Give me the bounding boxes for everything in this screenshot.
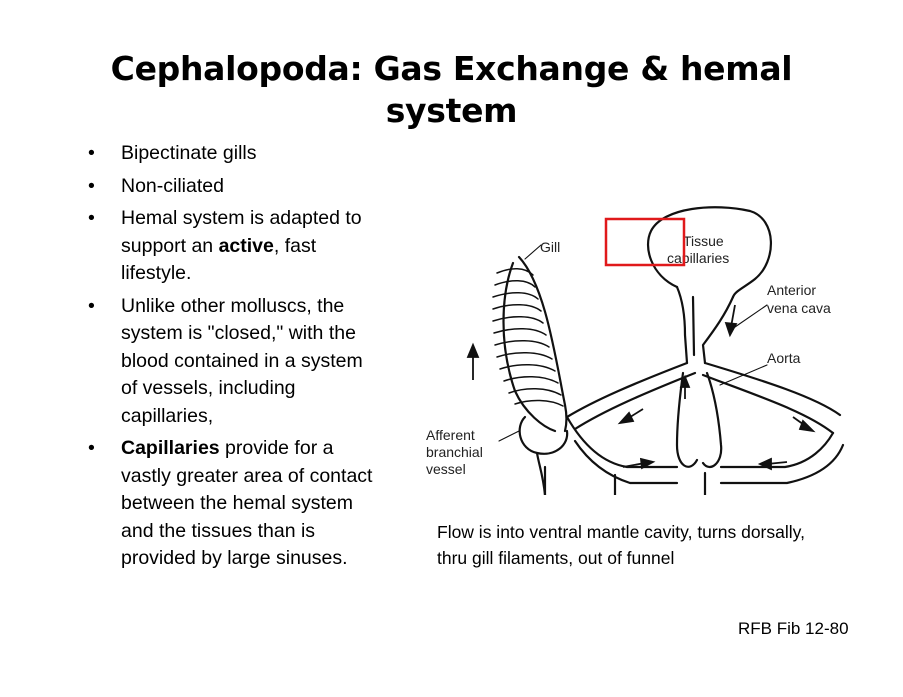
hemal-system-diagram: Gill Tissue capillaries Anterior vena ca… (426, 206, 845, 495)
gill-filament (492, 304, 542, 312)
label-anterior: Anterior (767, 282, 816, 298)
label-vessel: vessel (426, 461, 466, 477)
label-leader (498, 430, 520, 442)
bullet-item: • Unlike other molluscs, the system is "c… (88, 293, 378, 431)
bullet-item: • Non-ciliated (88, 173, 378, 201)
figure-caption: Flow is into ventral mantle cavity, turn… (437, 522, 805, 568)
gill-filament (493, 328, 547, 336)
flow-arrow-icon (679, 374, 691, 388)
aorta-vessel (675, 371, 699, 468)
bullet-emphasis: Capillaries (121, 437, 220, 459)
gill-filament (494, 280, 536, 288)
gill-outline (502, 261, 557, 433)
gill-filament (503, 376, 559, 384)
label-vena-cava: vena cava (767, 300, 831, 316)
bullet-text: Unlike other molluscs, the system is "cl… (121, 294, 363, 427)
gill-filament (499, 364, 556, 372)
flow-arrow-icon (757, 457, 772, 471)
gill-filament (496, 352, 553, 360)
bullet-dot: • (88, 142, 95, 164)
bullet-text: Bipectinate gills (121, 142, 257, 164)
gill-filament (514, 399, 564, 407)
label-tissue: Tissue (683, 233, 724, 249)
vena-cava-vessel (675, 285, 689, 365)
flow-arrow-icon (466, 342, 480, 358)
label-leader (734, 304, 768, 328)
bullet-text: provide for a vastly greater area of con… (121, 437, 373, 569)
systemic-vessel (573, 439, 679, 485)
vena-cava-vessel (691, 295, 696, 357)
gill-filament (492, 316, 544, 324)
gill-filament (492, 292, 539, 300)
flow-arrow-icon (724, 321, 738, 338)
label-afferent: Afferent (426, 427, 475, 443)
systemic-vessel (719, 443, 845, 485)
branchial-vessel-left (565, 361, 689, 419)
bullet-item: • Bipectinate gills (88, 140, 378, 168)
branchial-vessel-right (701, 373, 835, 435)
bullet-text: Hemal system is adapted to support an (121, 207, 362, 257)
branchial-vessel-left (573, 371, 697, 431)
bullet-dot: • (88, 207, 95, 229)
flow-arrow-icon (617, 411, 635, 425)
flow-arrow-icon (798, 419, 816, 433)
label-leader (524, 244, 542, 260)
afferent-bulb (518, 415, 569, 455)
bullet-emphasis: active (218, 234, 274, 257)
aorta-vessel (701, 371, 723, 469)
flow-arrow-icon (639, 457, 656, 470)
highlight-box (604, 217, 686, 267)
label-leader (719, 364, 768, 386)
slide-title: Cephalopoda: Gas Exchange & hemal system (110, 49, 793, 130)
label-aorta: Aorta (767, 350, 801, 366)
bullet-list: • Bipectinate gills • Non-ciliated • Hemal … (88, 140, 378, 578)
systemic-vessel (719, 431, 835, 469)
bullet-dot: • (88, 294, 95, 317)
bullet-dot: • (88, 174, 95, 197)
gill-filament (496, 268, 534, 276)
label-branchial: branchial (426, 444, 483, 460)
gill-outline (517, 255, 568, 433)
bullet-text: , fast lifestyle. (121, 234, 317, 285)
bullet-dot: • (88, 437, 95, 459)
branchial-vessel-right (703, 361, 842, 417)
gill-filament (508, 388, 562, 396)
figure-credit: RFB Fib 12-80 (738, 619, 849, 638)
bullet-item: • Capillaries provide for a vastly greate… (88, 435, 378, 573)
bullet-text: Non-ciliated (121, 174, 224, 197)
tissue-capillaries-outline (646, 206, 772, 299)
afferent-vessel (535, 451, 547, 495)
gill-filament (494, 340, 550, 348)
bullet-item: • Hemal system is adapted to support an a… (88, 205, 378, 288)
vena-cava-vessel (701, 295, 735, 365)
label-gill: Gill (540, 239, 560, 255)
label-capillaries: capillaries (667, 250, 729, 266)
